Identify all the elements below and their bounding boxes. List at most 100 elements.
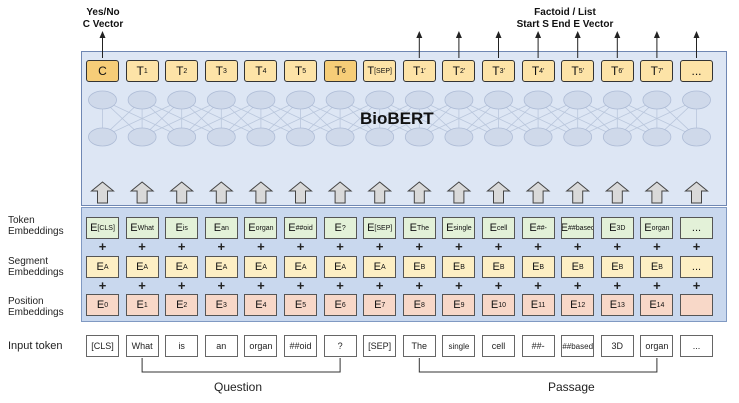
- position-embedding-base: E: [413, 299, 422, 311]
- output-token-subscript: [SEP]: [374, 67, 392, 75]
- plus-icon: +: [98, 278, 107, 293]
- up-arrow-icon: [367, 181, 393, 204]
- transformer-node: [206, 90, 236, 110]
- token-embedding-base: E: [409, 222, 417, 234]
- token-embedding: E?: [323, 217, 357, 239]
- transformer-node: [206, 127, 236, 147]
- position-embedding-subscript: 13: [617, 301, 625, 309]
- token-embedding-base: E: [489, 222, 497, 234]
- factoid-list-label: Factoid / List Start S End E Vector: [500, 7, 630, 31]
- token-embedding-subscript: [CLS]: [97, 224, 115, 232]
- transformer-node: [365, 127, 395, 147]
- input-token: ?: [323, 335, 357, 357]
- segment-embedding-base: E: [294, 261, 302, 273]
- plus-icon: +: [573, 278, 582, 293]
- input-token: ...: [680, 335, 713, 357]
- output-arrow-head-icon: [455, 31, 462, 38]
- position-embedding-subscript: 12: [577, 301, 586, 309]
- plus-icon: +: [653, 278, 661, 293]
- output-token-subscript: 4: [262, 67, 267, 75]
- segment-embedding-base: ...: [691, 261, 702, 273]
- token-embedding-subscript: is: [182, 224, 188, 232]
- transformer-node: [563, 127, 593, 147]
- plus-icon: +: [455, 278, 463, 293]
- token-embedding-subscript: ##based: [567, 224, 595, 232]
- plus-icon: +: [138, 239, 146, 254]
- position-embedding-base: E: [176, 299, 184, 311]
- input-token: is: [165, 335, 199, 357]
- attention-connection: [458, 99, 539, 138]
- position-embedding-subscript: 2: [183, 301, 188, 309]
- output-arrow-head-icon: [693, 31, 700, 38]
- segment-embedding-base: E: [373, 261, 382, 273]
- transformer-node: [167, 127, 197, 147]
- token-embedding-subscript: ##oid: [295, 224, 313, 232]
- plus-icon: +: [138, 278, 146, 293]
- output-token-subscript: 2: [183, 67, 188, 75]
- output-token-subscript: 5′: [578, 67, 584, 75]
- plus-icon: +: [613, 239, 622, 254]
- output-token-base: T: [452, 64, 460, 78]
- output-token-base: T: [215, 64, 224, 78]
- plus-icon: +: [375, 278, 384, 293]
- output-token-base: T: [255, 64, 263, 78]
- up-arrow-icon: [288, 181, 313, 204]
- input-token: ##-: [521, 335, 555, 357]
- attention-connection: [379, 99, 460, 138]
- segment-embedding-subscript: A: [341, 263, 347, 271]
- output-token-subscript: 3: [223, 67, 227, 75]
- up-arrow-icon: [248, 181, 274, 204]
- segment-embedding-base: E: [571, 261, 580, 273]
- transformer-node: [127, 90, 157, 110]
- position-embedding-base: E: [530, 299, 539, 311]
- output-token-subscript: 5: [302, 67, 307, 75]
- attention-connection: [419, 99, 499, 138]
- position-embedding-base: E: [215, 299, 224, 311]
- segment-embedding: ...: [680, 256, 713, 278]
- position-embedding-base: E: [490, 299, 499, 311]
- plus-icon: +: [257, 278, 265, 293]
- position-embedding-subscript: 7: [381, 301, 386, 309]
- plus-icon: +: [494, 239, 503, 254]
- token-embedding-base: E: [213, 222, 222, 234]
- output-arrow-head-icon: [495, 31, 502, 38]
- position-embeddings-label: Position Embeddings: [8, 296, 64, 318]
- segment-embedding-subscript: A: [262, 263, 267, 271]
- biobert-title: BioBERT: [360, 109, 434, 128]
- up-arrow-icon: [684, 181, 709, 204]
- question-label: Question: [214, 380, 263, 394]
- token-embedding: ...: [680, 217, 713, 239]
- attention-connection: [339, 99, 420, 138]
- transformer-node: [602, 127, 632, 147]
- up-arrow-icon: [406, 181, 432, 204]
- attention-connection: [537, 99, 618, 138]
- token-embedding-subscript: [SEP]: [374, 224, 393, 232]
- output-arrow-head-icon: [574, 31, 581, 38]
- token-embedding-base: E: [175, 222, 183, 234]
- token-embeddings-label: Token Embeddings: [8, 215, 64, 237]
- segment-embedding-base: E: [413, 261, 421, 273]
- question-bracket: [141, 358, 341, 373]
- attention-connection: [260, 99, 341, 138]
- output-token-base: T: [367, 65, 375, 77]
- token-embedding-base: E: [561, 222, 568, 234]
- transformer-node: [682, 127, 711, 147]
